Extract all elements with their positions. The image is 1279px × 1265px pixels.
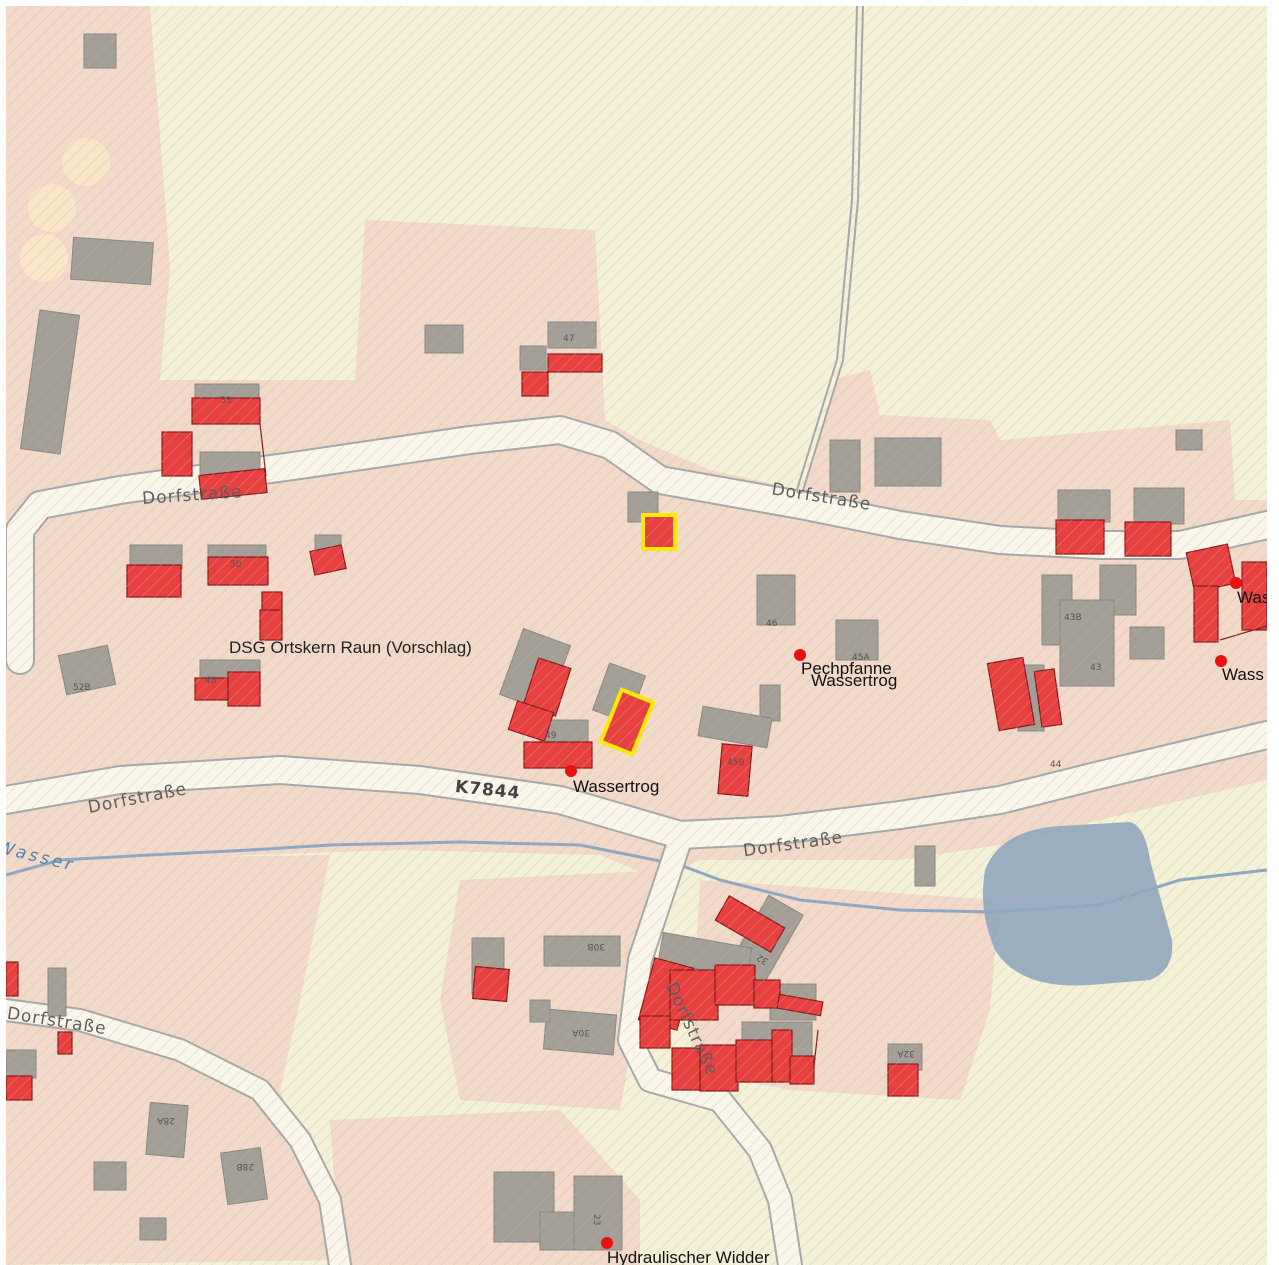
map-canvas[interactable]: 47 53 50 52B 48 49 46 45A 45B 43B 43 44 … [6, 6, 1267, 1265]
poi-label-wassertrog: Wassertrog [573, 777, 659, 796]
svg-text:28A: 28A [157, 1115, 175, 1125]
map-viewport[interactable]: 47 53 50 52B 48 49 46 45A 45B 43B 43 44 … [6, 6, 1267, 1265]
svg-text:52B: 52B [73, 683, 91, 693]
poi-label-hydraulischer-widder: Hydraulischer Widder [607, 1248, 770, 1265]
svg-text:48: 48 [205, 676, 217, 686]
svg-text:53: 53 [220, 396, 231, 406]
poi-label-wassertrog: Wass [1222, 665, 1264, 684]
hatch-overlay [6, 6, 1267, 1265]
svg-text:32: 32 [755, 952, 770, 966]
svg-text:44: 44 [1050, 760, 1062, 770]
svg-text:30B: 30B [587, 941, 605, 951]
svg-text:28B: 28B [236, 1161, 254, 1171]
svg-text:43B: 43B [1064, 613, 1082, 623]
svg-text:32A: 32A [897, 1048, 915, 1058]
svg-text:45B: 45B [727, 758, 745, 768]
svg-text:23: 23 [591, 1214, 601, 1225]
svg-text:47: 47 [563, 334, 574, 344]
svg-text:50: 50 [230, 560, 242, 570]
poi-labels: Wassertrog Pechpfanne Wassertrog Wass Wa… [573, 588, 1267, 1265]
svg-text:45A: 45A [852, 653, 870, 663]
poi-label-pechpfanne: Pechpfanne [801, 659, 892, 678]
zone-label: DSG Ortskern Raun (Vorschlag) [229, 638, 472, 657]
poi-label-wassertrog: Wass [1237, 588, 1267, 607]
street-labels: Dorfstraße Dorfstraße Dorfstraße Dorfstr… [6, 479, 873, 1079]
house-numbers: 47 53 50 52B 48 49 46 45A 45B 43B 43 44 … [73, 334, 1101, 1225]
svg-text:43: 43 [1090, 663, 1101, 673]
svg-text:30A: 30A [572, 1027, 590, 1037]
poi-label-wassertrog: Wassertrog [811, 671, 897, 690]
svg-text:46: 46 [766, 619, 778, 629]
svg-text:49: 49 [545, 731, 557, 741]
poi-markers [565, 577, 1242, 1249]
